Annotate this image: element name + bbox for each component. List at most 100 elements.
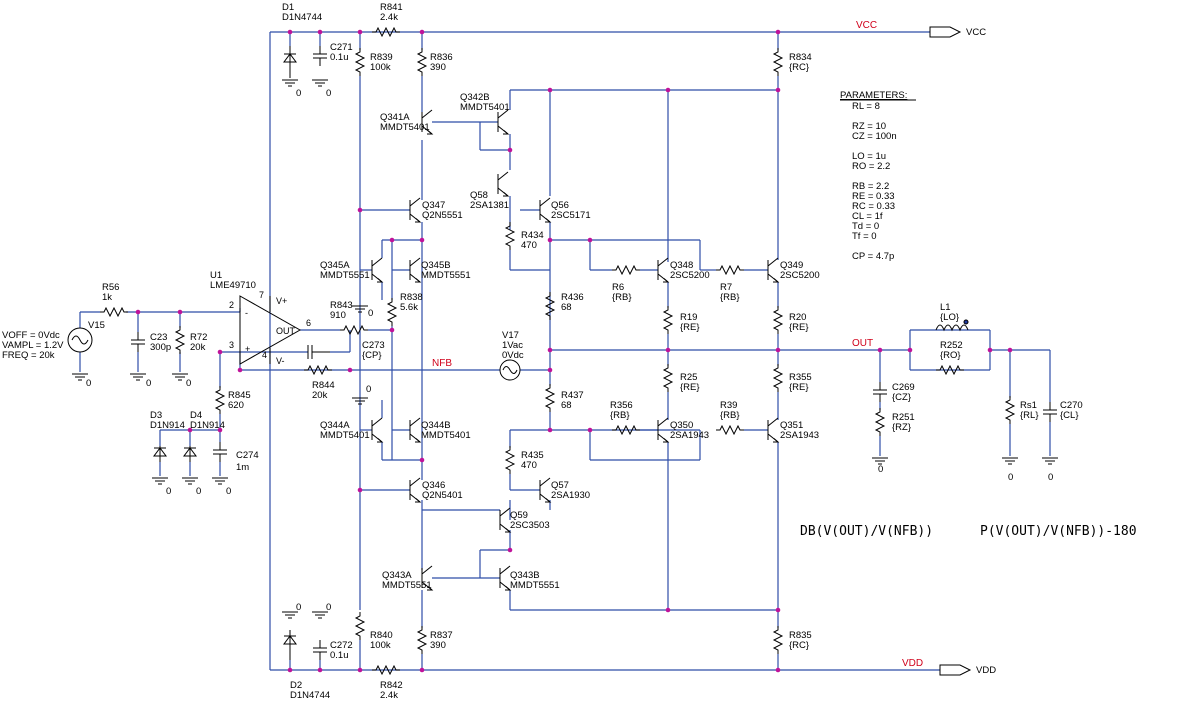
measure-db-expression: DB(V(OUT)/V(NFB)) bbox=[800, 524, 933, 539]
gnd-zero: 0 bbox=[1008, 472, 1013, 483]
label-q344b-val: MMDT5401 bbox=[421, 430, 471, 441]
junctions bbox=[135, 29, 1013, 673]
label-q345b-val: MMDT5551 bbox=[421, 270, 471, 281]
label-r837-ref: R837 bbox=[430, 630, 453, 641]
label-u1-ref: U1 bbox=[210, 270, 222, 281]
label-q341a-ref: Q341A bbox=[380, 112, 410, 123]
label-q348-val: 2SC5200 bbox=[670, 270, 710, 281]
label-q56-val: 2SC5171 bbox=[551, 210, 591, 221]
label-q351-val: 2SA1943 bbox=[780, 430, 819, 441]
label-l1-val: {LO} bbox=[940, 312, 959, 323]
label-c269-val: {CZ} bbox=[892, 392, 911, 403]
label-r835-ref: R835 bbox=[789, 630, 812, 641]
label-r845-val: 620 bbox=[228, 400, 244, 411]
label-r842-ref: R842 bbox=[380, 680, 403, 691]
label-r840-ref: R840 bbox=[370, 630, 393, 641]
label-r834-val: {RC} bbox=[789, 62, 809, 73]
label-r436-ref: R436 bbox=[561, 292, 584, 303]
label-q342b-val: MMDT5401 bbox=[460, 102, 510, 113]
wires bbox=[79, 31, 1051, 671]
label-r844-ref: R844 bbox=[312, 380, 335, 391]
label-q344a-ref: Q344A bbox=[320, 420, 350, 431]
label-r841-val: 2.4k bbox=[380, 12, 398, 23]
label-d3-val: D1N914 bbox=[150, 420, 185, 431]
label-r436-val: 68 bbox=[561, 302, 572, 313]
label-c23-ref: C23 bbox=[150, 332, 167, 343]
label-q345a-ref: Q345A bbox=[320, 260, 350, 271]
label-q59-val: 2SC3503 bbox=[510, 520, 550, 531]
parameters-block: PARAMETERS: RL = 8 RZ = 10 CZ = 100n LO … bbox=[840, 90, 916, 262]
label-c271-ref: C271 bbox=[330, 42, 353, 53]
label-r845-ref: R845 bbox=[228, 390, 251, 401]
label-r836-val: 390 bbox=[430, 62, 446, 73]
gnd-zero: 0 bbox=[366, 384, 371, 395]
label-v17-ref: V17 bbox=[502, 330, 519, 341]
label-r437-ref: R437 bbox=[561, 390, 584, 401]
label-c273-ref: C273 bbox=[362, 340, 385, 351]
param-line: CZ = 100n bbox=[852, 131, 897, 142]
label-r843-val: 910 bbox=[330, 310, 346, 321]
label-r834-ref: R834 bbox=[789, 52, 812, 63]
label-v17-ac: 1Vac bbox=[502, 340, 523, 351]
param-line: LO = 1u bbox=[852, 151, 886, 162]
label-r355-val: {RE} bbox=[789, 382, 809, 393]
gnd-zero: 0 bbox=[186, 378, 191, 389]
label-c272-val: 0.1u bbox=[330, 650, 349, 661]
param-line: RC = 0.33 bbox=[852, 201, 895, 212]
opamp-pin-4: 4 bbox=[262, 350, 267, 360]
param-line: RB = 2.2 bbox=[852, 181, 889, 192]
label-r837-val: 390 bbox=[430, 640, 446, 651]
opamp-pin-7: 7 bbox=[259, 290, 264, 300]
label-r838-val: 5.6k bbox=[400, 302, 418, 313]
label-q343a-ref: Q343A bbox=[382, 570, 412, 581]
source-param-freq: FREQ = 20k bbox=[2, 350, 55, 361]
label-r72-val: 20k bbox=[190, 342, 206, 353]
label-r56-val: 1k bbox=[102, 292, 112, 303]
opamp-minus: - bbox=[245, 308, 248, 318]
label-r252-ref: R252 bbox=[940, 340, 963, 351]
label-q345b-ref: Q345B bbox=[421, 260, 451, 271]
label-r25-ref: R25 bbox=[680, 372, 697, 383]
label-d4-val: D1N914 bbox=[190, 420, 225, 431]
label-d2-ref: D2 bbox=[290, 680, 302, 691]
label-r355-ref: R355 bbox=[789, 372, 812, 383]
label-r25-val: {RE} bbox=[680, 382, 700, 393]
label-r356-ref: R356 bbox=[610, 400, 633, 411]
label-q347-ref: Q347 bbox=[422, 200, 445, 211]
source-params: VOFF = 0Vdc VAMPL = 1.2V FREQ = 20k bbox=[2, 330, 64, 361]
label-l1-ref: L1 bbox=[940, 302, 951, 313]
label-r835-val: {RC} bbox=[789, 640, 809, 651]
label-q57-ref: Q57 bbox=[551, 480, 569, 491]
param-line: RO = 2.2 bbox=[852, 161, 890, 172]
source-param-vampl: VAMPL = 1.2V bbox=[2, 340, 64, 351]
label-r56-ref: R56 bbox=[102, 282, 119, 293]
label-r840-val: 100k bbox=[370, 640, 391, 651]
components bbox=[67, 26, 1059, 676]
label-q59-ref: Q59 bbox=[510, 510, 528, 521]
param-line: CP = 4.7p bbox=[852, 251, 894, 262]
gnd-zero: 0 bbox=[166, 486, 171, 497]
label-d1-ref: D1 bbox=[282, 2, 294, 13]
source-param-voff: VOFF = 0Vdc bbox=[2, 330, 60, 341]
opamp-plus: + bbox=[245, 344, 250, 354]
label-r843-ref: R843 bbox=[330, 300, 353, 311]
gnd-zero: 0 bbox=[326, 602, 331, 613]
label-r72-ref: R72 bbox=[190, 332, 207, 343]
label-c270-val: {CL} bbox=[1060, 410, 1079, 421]
label-v17-dc: 0Vdc bbox=[502, 350, 524, 361]
label-d3-ref: D3 bbox=[150, 410, 162, 421]
gnd-zero: 0 bbox=[86, 378, 91, 389]
label-q349-val: 2SC5200 bbox=[780, 270, 820, 281]
label-q344b-ref: Q344B bbox=[421, 420, 451, 431]
label-q345a-val: MMDT5551 bbox=[320, 270, 370, 281]
net-label-vdd: VDD bbox=[902, 658, 923, 669]
parameters-title: PARAMETERS: bbox=[840, 90, 907, 101]
label-r39-val: {RB} bbox=[720, 410, 740, 421]
label-q350-ref: Q350 bbox=[670, 420, 693, 431]
label-q348-ref: Q348 bbox=[670, 260, 693, 271]
param-line: CL = 1f bbox=[852, 211, 883, 222]
label-c270-ref: C270 bbox=[1060, 400, 1083, 411]
opamp-out: OUT bbox=[276, 326, 296, 336]
param-line: RE = 0.33 bbox=[852, 191, 895, 202]
label-c23-val: 300p bbox=[150, 342, 171, 353]
